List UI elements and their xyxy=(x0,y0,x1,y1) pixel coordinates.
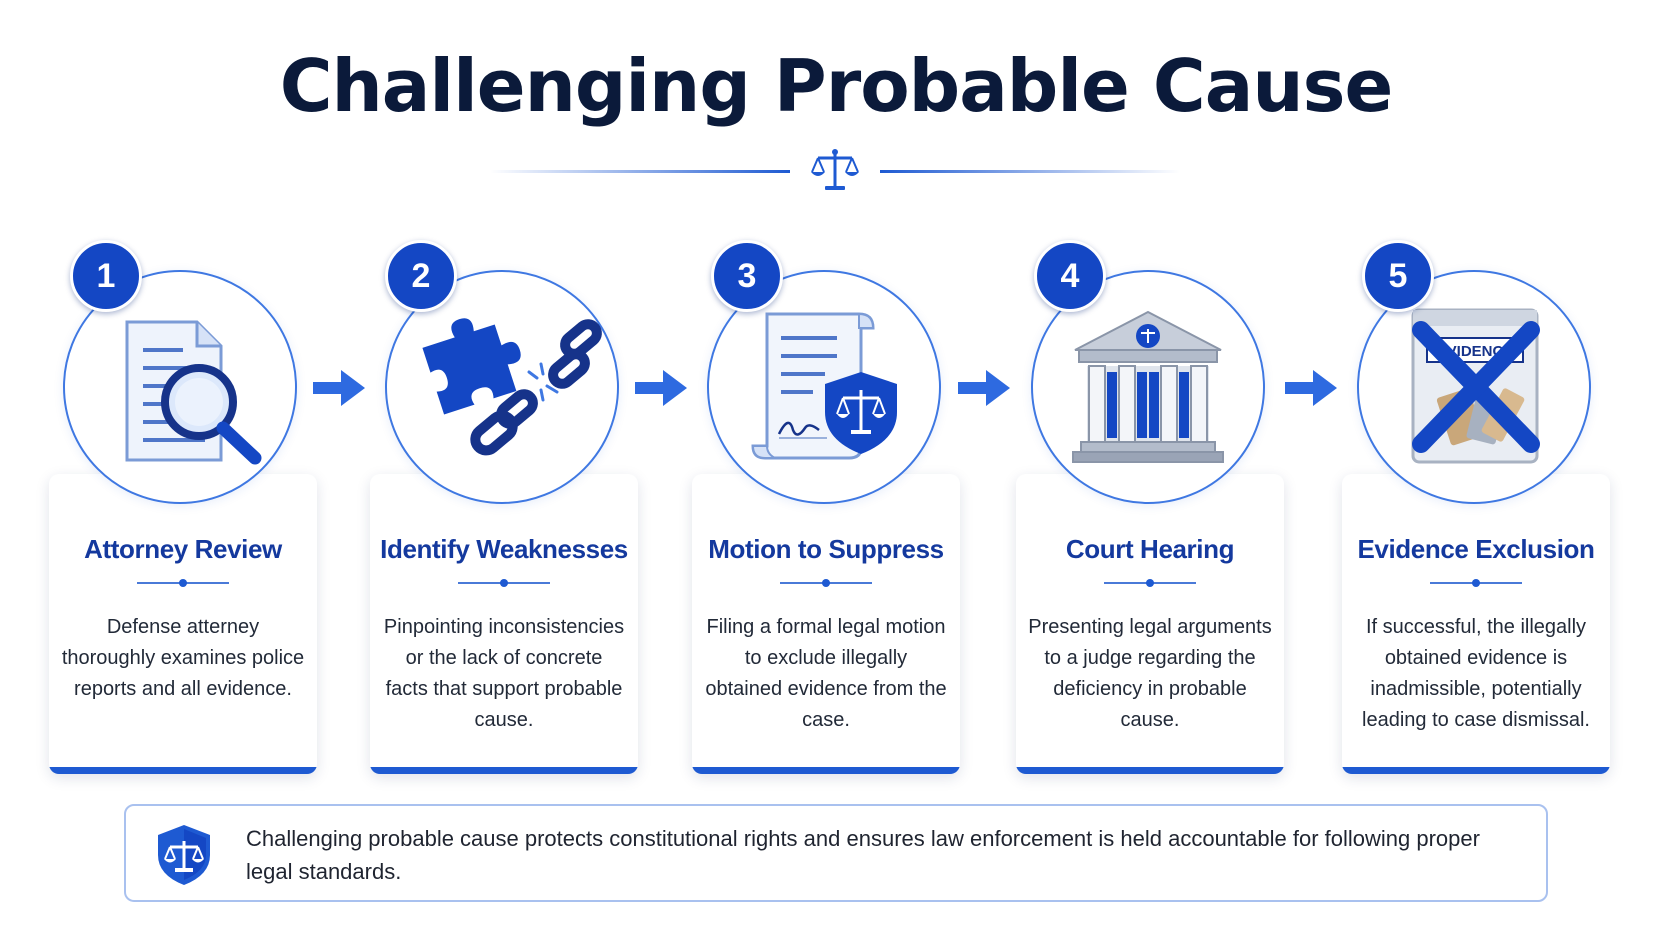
step-title: Identify Weaknesses xyxy=(380,534,628,564)
step-divider-dot xyxy=(500,579,508,587)
footer-note-box: Challenging probable cause protects cons… xyxy=(124,804,1548,902)
arrow-right-icon xyxy=(958,370,1010,406)
step-title: Court Hearing xyxy=(1065,534,1235,564)
document-magnifier-icon xyxy=(125,320,262,465)
shield-scales-icon xyxy=(158,825,210,885)
step-title: Attorney Review xyxy=(84,534,282,564)
crossed-evidence-bag-icon: EVIDENCE xyxy=(1411,308,1540,464)
step-description: Presenting legal arguments to a judge re… xyxy=(1028,616,1272,731)
step-icon-circle xyxy=(1031,270,1265,504)
step-description: Filing a formal legal motion to exclude … xyxy=(705,616,947,731)
step-divider-dot xyxy=(822,579,830,587)
step-description: If successful, the illegally obtained ev… xyxy=(1362,616,1590,731)
step-icon-circle xyxy=(385,270,619,504)
step-accent-bar xyxy=(1342,767,1610,774)
legal-document-shield-icon xyxy=(751,312,897,460)
step-title: Evidence Exclusion xyxy=(1357,534,1595,564)
arrow-right-icon xyxy=(635,370,687,406)
step-divider-dot xyxy=(1146,579,1154,587)
step-divider-dot xyxy=(179,579,187,587)
step-description: Pinpointing inconsistencies or the lack … xyxy=(383,616,625,731)
step-card-evidence-exclusion: Evidence Exclusion If successful, the il… xyxy=(1342,474,1610,774)
step-number-badge: 2 xyxy=(385,240,457,312)
step-divider-dot xyxy=(1472,579,1480,587)
courthouse-icon xyxy=(1072,310,1224,463)
title-divider-left xyxy=(490,170,790,173)
step-card-motion-to-suppress: Motion to Suppress Filing a formal legal… xyxy=(692,474,960,774)
step-title: Motion to Suppress xyxy=(708,534,944,564)
step-card-identify-weaknesses: Identify Weaknesses Pinpointing inconsis… xyxy=(370,474,638,774)
step-accent-bar xyxy=(692,767,960,774)
arrow-right-icon xyxy=(313,370,365,406)
step-card-court-hearing: Court Hearing Presenting legal arguments… xyxy=(1016,474,1284,774)
step-accent-bar xyxy=(370,767,638,774)
step-number-badge: 5 xyxy=(1362,240,1434,312)
step-card-attorney-review: Attorney Review Defense atterney thoroug… xyxy=(49,474,317,774)
puzzle-broken-chain-icon xyxy=(422,318,602,456)
step-accent-bar xyxy=(49,767,317,774)
step-description: Defense atterney thoroughly examines pol… xyxy=(61,616,305,700)
footer-note-text: Challenging probable cause protects cons… xyxy=(246,826,1480,884)
step-number-badge: 4 xyxy=(1034,240,1106,312)
step-accent-bar xyxy=(1016,767,1284,774)
title-divider-right xyxy=(880,170,1180,173)
step-icon-circle: EVIDENCE xyxy=(1357,270,1591,504)
step-number-badge: 1 xyxy=(70,240,142,312)
scales-of-justice-icon xyxy=(811,149,859,190)
page-title: Challenging Probable Cause xyxy=(279,44,1394,128)
arrow-right-icon xyxy=(1285,370,1337,406)
step-number-badge: 3 xyxy=(711,240,783,312)
